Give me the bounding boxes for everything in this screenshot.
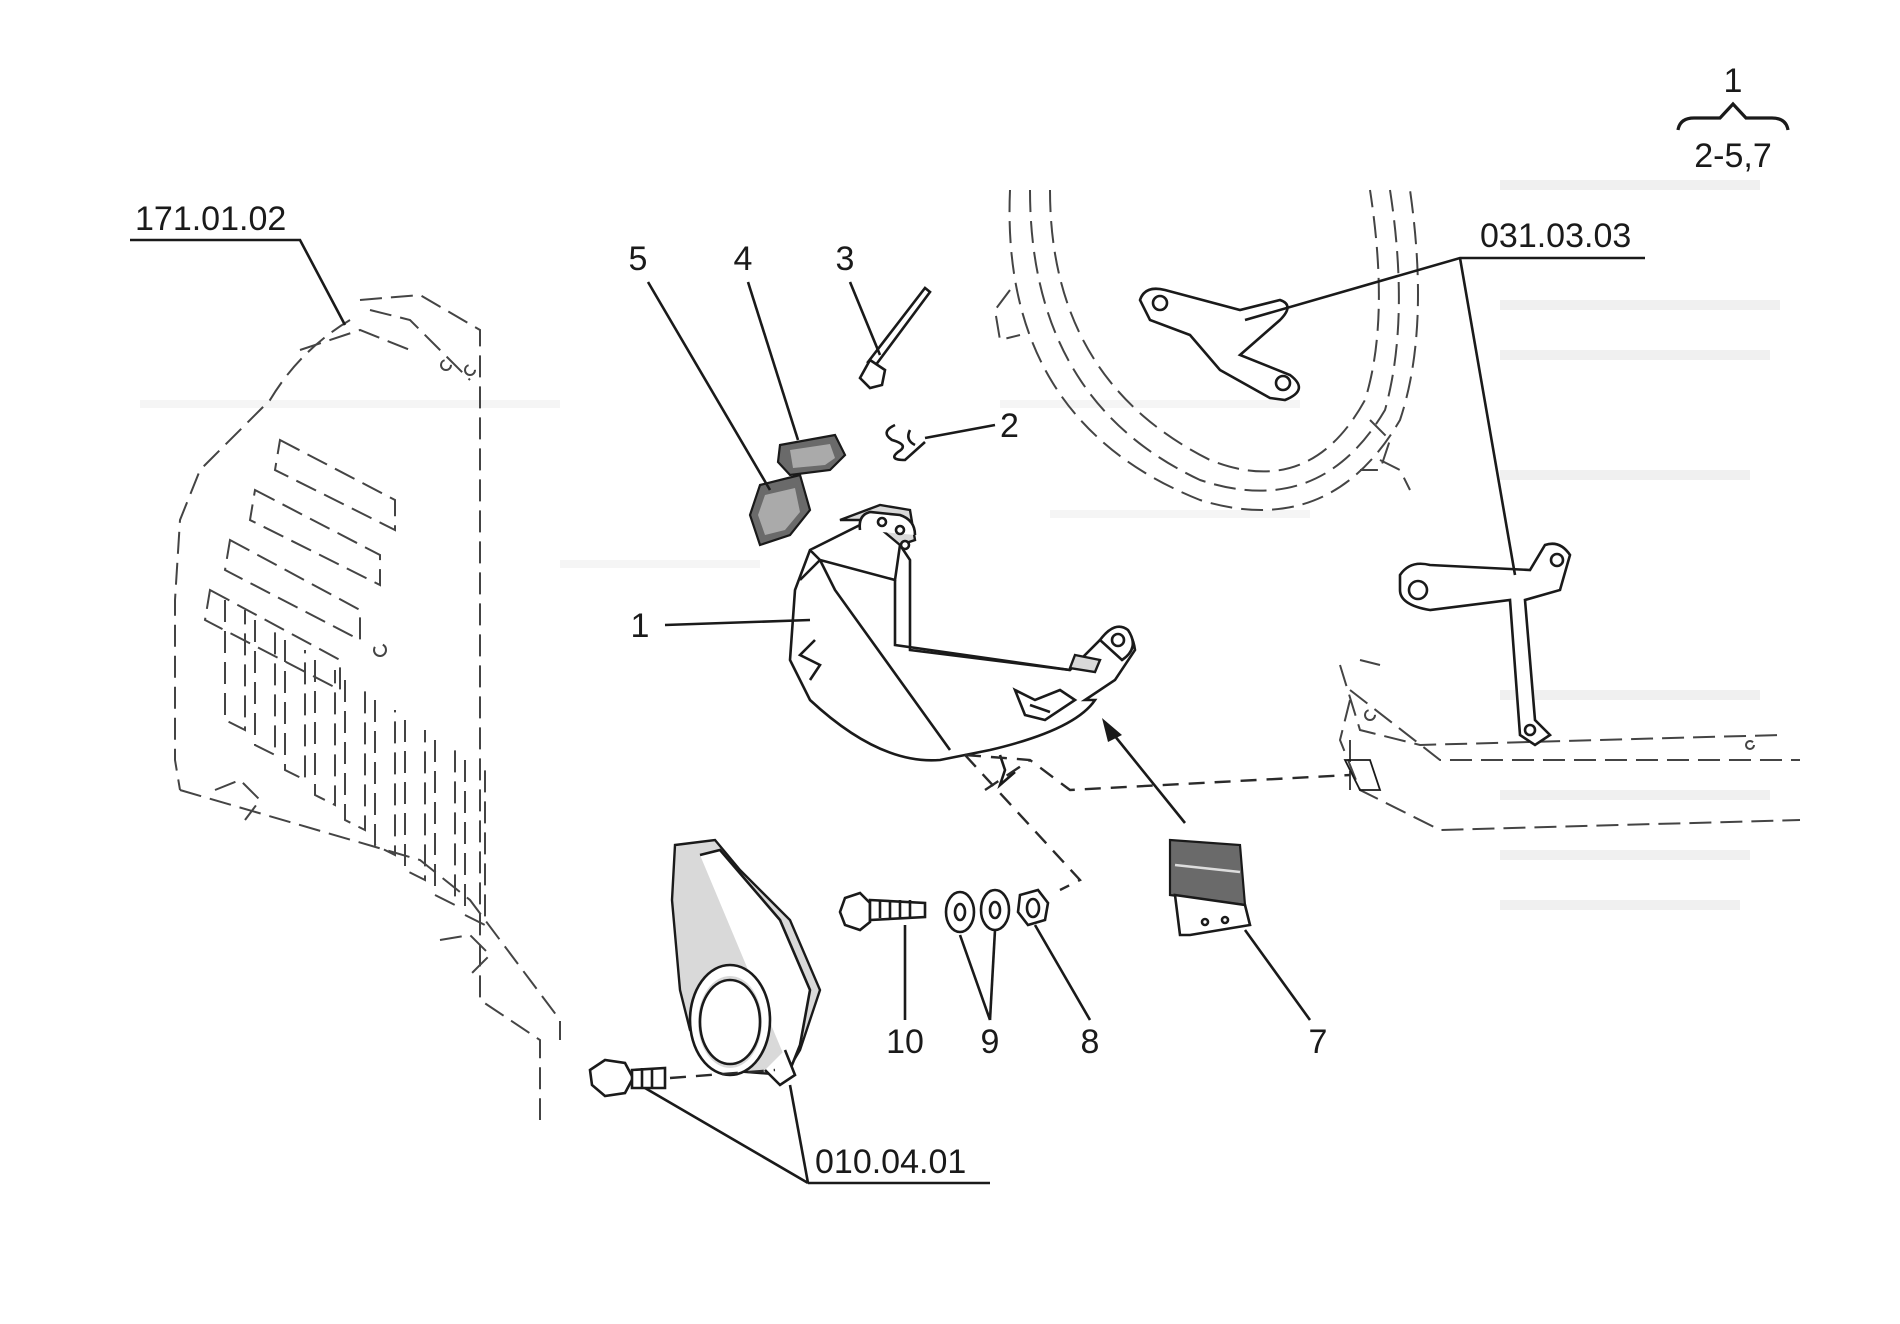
washer-a-item-9 [944,890,976,934]
hood-grille-outline [174,293,561,1120]
washer-b-item-9 [979,888,1011,932]
leader-lines [130,101,1790,1185]
nut-item-8 [1016,888,1050,927]
grille-slots [224,600,486,927]
assembly-dashed-lines [669,753,1351,1080]
seal-pad-item-5 [748,473,812,547]
rivet-item-3 [858,286,932,390]
upper-shroud-bracket [1138,287,1301,402]
item-label-10: 10 [886,1023,924,1061]
item-label-3: 3 [836,240,855,278]
item-label-5: 5 [629,240,648,278]
main-shield-guard [788,503,1137,790]
item-label-8: 8 [1081,1023,1100,1061]
flange-bolt-010.04.01 [588,1058,667,1098]
assembly-ref-label: 1 [1724,62,1743,100]
bolt-item-10 [838,891,927,932]
item-label-7: 7 [1309,1023,1328,1061]
item-label-2: 2 [1000,407,1019,445]
clip-item-2 [885,423,926,462]
item-label-4: 4 [734,240,753,278]
fastener-ref-label: 010.04.01 [815,1143,966,1181]
fan-shroud-ref-label: 031.03.03 [1480,217,1631,255]
assembly-range-label: 2-5,7 [1694,137,1772,175]
fan-shroud-outline [993,189,1419,511]
background-bleed-texture [140,180,1780,910]
item-label-1: 1 [631,607,650,645]
lower-shroud-bracket [1398,542,1572,747]
hood-ref-label: 171.01.02 [135,200,286,238]
item-label-9: 9 [981,1023,1000,1061]
brush-seal-item-7 [1168,838,1252,937]
seal-pad-item-4 [776,433,847,477]
lower-fan-guard [670,838,822,1087]
frame-rail-outline [1338,659,1801,832]
